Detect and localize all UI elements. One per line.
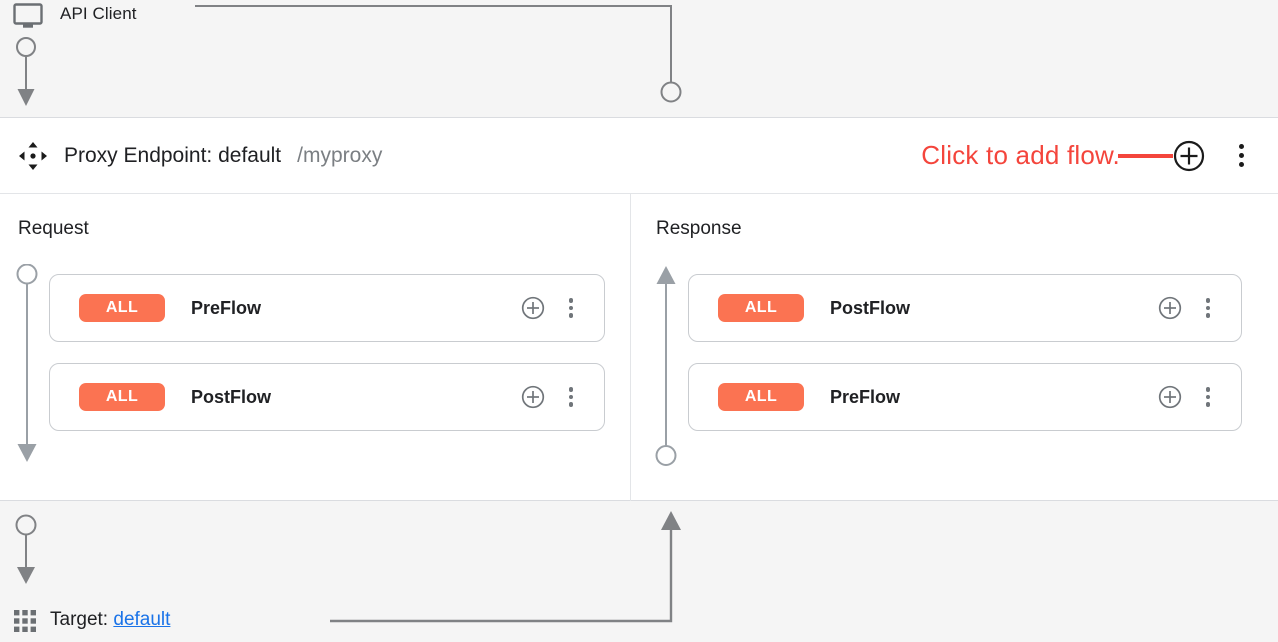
flow-name: PreFlow <box>830 386 901 407</box>
request-flow-direction-arrow <box>9 263 45 464</box>
flow-name: PostFlow <box>191 386 271 407</box>
flow-badge: ALL <box>79 294 165 322</box>
request-flow-list: ALL PreFlow <box>49 274 605 452</box>
annotation-pointer-line <box>1118 153 1173 158</box>
request-column-title: Request <box>18 218 89 239</box>
kebab-dot <box>1205 402 1211 407</box>
add-flow-button[interactable] <box>1172 139 1206 173</box>
monitor-icon <box>12 3 44 29</box>
kebab-dot <box>568 394 574 400</box>
proxy-endpoint-path: /myproxy <box>297 143 383 167</box>
api-client-label: API Client <box>60 4 137 23</box>
endpoint-menu-button[interactable] <box>1226 139 1256 173</box>
kebab-dot <box>1205 305 1211 311</box>
target-row <box>0 501 1278 642</box>
kebab-dot <box>568 298 574 303</box>
kebab-dot <box>568 313 574 318</box>
flow-columns: Request ALL PreFlow <box>0 194 1278 501</box>
kebab-dot <box>1205 298 1211 303</box>
target-name-link[interactable]: default <box>113 609 171 630</box>
grid-apps-icon <box>13 609 37 633</box>
flow-menu-button[interactable] <box>1197 295 1219 321</box>
kebab-dot <box>568 387 574 392</box>
kebab-dot <box>1238 144 1244 149</box>
request-column: Request ALL PreFlow <box>0 194 631 501</box>
annotation-text: Click to add flow. <box>921 140 1120 170</box>
client-to-endpoint-connector <box>195 0 695 110</box>
kebab-dot <box>568 402 574 407</box>
flow-name: PostFlow <box>830 297 910 318</box>
flow-menu-button[interactable] <box>1197 384 1219 410</box>
circle-plus-icon[interactable] <box>1158 385 1182 409</box>
add-flow-annotation: Click to add flow. <box>921 139 1206 173</box>
kebab-dot <box>1205 313 1211 318</box>
kebab-dot <box>1238 162 1244 167</box>
circle-plus-icon[interactable] <box>521 296 545 320</box>
flow-menu-button[interactable] <box>560 384 582 410</box>
kebab-dot <box>568 305 574 311</box>
proxy-endpoint-header: Proxy Endpoint: default /myproxy Click t… <box>0 118 1278 194</box>
flow-badge: ALL <box>79 383 165 411</box>
flow-menu-button[interactable] <box>560 295 582 321</box>
flow-card[interactable]: ALL PostFlow <box>688 274 1242 342</box>
kebab-dot <box>1205 387 1211 392</box>
flow-badge: ALL <box>718 294 804 322</box>
kebab-dot <box>1205 394 1211 400</box>
flow-name: PreFlow <box>191 297 262 318</box>
move-handle-icon[interactable] <box>18 141 48 171</box>
response-column-title: Response <box>656 218 742 239</box>
response-flow-direction-arrow <box>648 262 684 466</box>
flow-badge: ALL <box>718 383 804 411</box>
target-label: Target: default <box>50 609 170 631</box>
circle-plus-icon[interactable] <box>1158 296 1182 320</box>
response-column: Response ALL PostFlow <box>631 194 1278 501</box>
response-flow-list: ALL PostFlow <box>688 274 1242 452</box>
circle-plus-icon[interactable] <box>521 385 545 409</box>
api-client-row: API Client <box>0 0 1278 117</box>
flow-card[interactable]: ALL PostFlow <box>49 363 605 431</box>
client-down-arrow <box>8 34 44 108</box>
flow-card[interactable]: ALL PreFlow <box>688 363 1242 431</box>
target-down-arrow <box>8 512 44 586</box>
target-to-endpoint-connector <box>330 505 690 630</box>
proxy-endpoint-panel: Proxy Endpoint: default /myproxy Click t… <box>0 117 1278 501</box>
target-prefix: Target: <box>50 609 109 630</box>
flow-card[interactable]: ALL PreFlow <box>49 274 605 342</box>
kebab-dot <box>1238 153 1244 158</box>
proxy-endpoint-title: Proxy Endpoint: default <box>64 143 282 167</box>
